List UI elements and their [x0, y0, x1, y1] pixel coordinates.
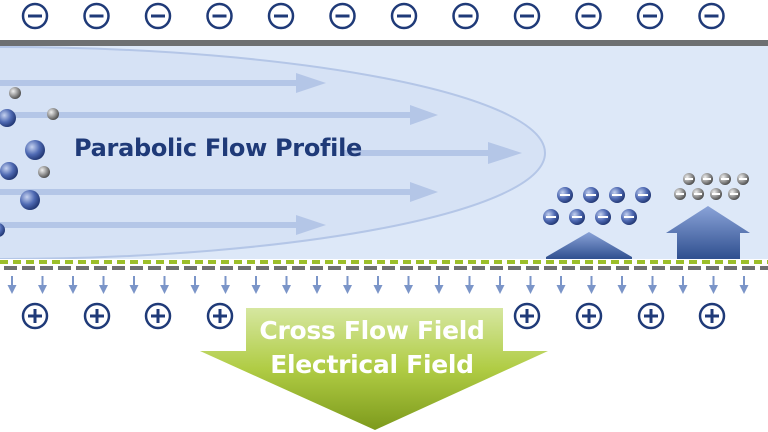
plus-circle-icon [21, 302, 49, 330]
charged-particle [701, 173, 713, 185]
minus-circle-icon [698, 2, 725, 30]
particle [38, 166, 50, 178]
particle [0, 162, 18, 180]
plus-circle-icon [575, 302, 603, 330]
positive-charge-row [21, 302, 726, 330]
permeate-arrow [587, 276, 596, 294]
particle [25, 140, 45, 160]
permeate-arrow [373, 276, 383, 294]
flow-arrow-3 [340, 142, 522, 164]
permeate-arrow [190, 276, 200, 294]
permeate-arrow [526, 276, 535, 294]
flow-arrow-5 [0, 215, 326, 235]
charged-particle [595, 209, 611, 225]
flow-arrows [0, 73, 522, 235]
charged-particle [674, 188, 686, 200]
minus-circle-icon [452, 2, 479, 30]
cross-flow-field-arrow [200, 308, 548, 430]
charged-particle [719, 173, 731, 185]
negative-charge-row [21, 2, 725, 30]
plus-circle-icon [637, 302, 665, 330]
minus-circle-icon [267, 2, 295, 30]
top-wall [0, 40, 768, 46]
flow-arrow-1 [0, 73, 326, 93]
permeate-arrow [68, 276, 78, 294]
permeate-arrow [7, 276, 17, 294]
parabolic-profile-curve [0, 46, 547, 260]
permeate-arrows [7, 276, 749, 294]
minus-circle-icon [206, 2, 233, 30]
permeate-arrow [648, 276, 657, 294]
blue-charged-cluster [543, 187, 651, 225]
cross-flow-field-label: Cross Flow Field [259, 316, 485, 345]
permeate-arrow [221, 276, 230, 294]
electrical-field-label: Electrical Field [270, 350, 474, 379]
charged-particle [543, 209, 559, 225]
permeate-arrow [282, 276, 291, 294]
charged-particle [737, 173, 749, 185]
minus-circle-icon [636, 2, 664, 30]
particle [0, 109, 16, 127]
charged-particle [583, 187, 599, 203]
minus-circle-icon [83, 2, 110, 30]
charged-particle [557, 187, 573, 203]
permeate-arrow [160, 276, 169, 294]
plus-circle-icon [144, 302, 172, 330]
permeate-arrow [556, 276, 566, 294]
particle [9, 87, 21, 99]
plus-circle-icon [83, 302, 111, 330]
charged-particle [710, 188, 722, 200]
minus-circle-icon [329, 2, 356, 30]
permeate-arrow [434, 276, 444, 294]
charged-particle [635, 187, 651, 203]
permeate-arrow [678, 276, 688, 294]
minus-circle-icon [21, 2, 49, 30]
charged-particle [609, 187, 625, 203]
large-particle-accumulation-block [666, 206, 750, 259]
flow-arrow-4 [0, 182, 438, 202]
charged-particle [569, 209, 585, 225]
permeate-arrow [709, 276, 718, 294]
small-particle-accumulation-block [546, 232, 632, 259]
permeate-arrow [129, 276, 139, 294]
flow-particles [0, 87, 59, 237]
plus-circle-icon [513, 302, 541, 330]
permeate-arrow [495, 276, 505, 294]
permeate-arrow [739, 276, 749, 294]
permeate-arrow [404, 276, 413, 294]
plus-circle-icon [698, 302, 726, 330]
particle [47, 108, 59, 120]
particle [20, 190, 40, 210]
permeate-arrow [251, 276, 261, 294]
plus-circle-icon [206, 302, 234, 330]
grey-charged-cluster [674, 173, 749, 200]
permeate-arrow [99, 276, 108, 294]
minus-circle-icon [144, 2, 172, 30]
parabolic-flow-profile-label: Parabolic Flow Profile [74, 134, 362, 162]
permeate-arrow [38, 276, 47, 294]
charged-particle [728, 188, 740, 200]
charged-particle [683, 173, 695, 185]
particle [0, 223, 5, 237]
permeate-arrow [617, 276, 627, 294]
permeate-arrow [343, 276, 352, 294]
permeate-arrow [312, 276, 322, 294]
charged-particle [621, 209, 637, 225]
minus-circle-icon [390, 2, 418, 30]
minus-circle-icon [513, 2, 541, 30]
membrane [0, 259, 768, 271]
minus-circle-icon [575, 2, 602, 30]
charged-particle [692, 188, 704, 200]
permeate-arrow [465, 276, 474, 294]
flow-arrow-2 [0, 105, 438, 125]
